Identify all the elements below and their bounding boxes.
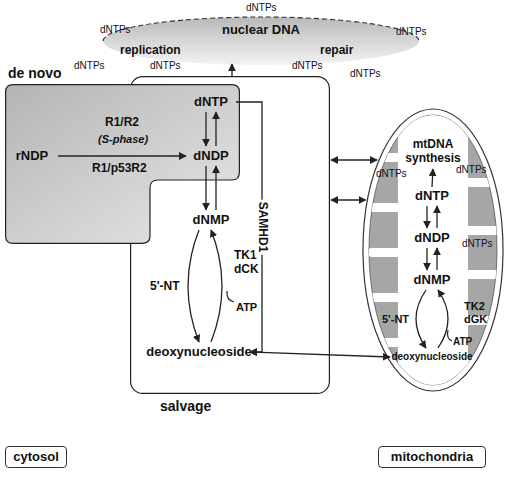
annotation-label: dNTPs — [462, 238, 493, 250]
node-text: dNTP — [415, 189, 449, 204]
metabolite-node: dNDP — [410, 230, 454, 246]
metabolite-node: dNMP — [188, 212, 234, 228]
annotation-label: dNTPs — [150, 60, 181, 72]
connector-arrow — [331, 160, 377, 161]
node-text: rNDP — [16, 149, 49, 164]
annotation-label: TK2 — [464, 300, 485, 313]
heading-text: salvage — [160, 398, 240, 415]
annotation-label: dNTPs — [74, 60, 105, 72]
cofactor-hook — [227, 291, 234, 302]
annotation-label: 5'-NT — [150, 279, 180, 293]
node-text: cytosol — [13, 450, 59, 465]
node-text: deoxynucleoside — [146, 345, 251, 360]
metabolite-node: deoxynucleoside — [392, 350, 472, 364]
metabolite-node: dNMP — [410, 272, 454, 288]
annotation-label: dNTPs — [456, 164, 487, 176]
metabolite-node: rNDP — [8, 148, 56, 164]
annotation-label: dNTPs — [292, 60, 323, 72]
heading-text: replication — [120, 43, 210, 57]
annotation-label: dNTPs — [376, 168, 407, 180]
annotation-label: dGK — [464, 313, 487, 326]
compartment-tag: cytosol — [5, 446, 67, 468]
annotation-label: dNTPs — [350, 68, 381, 80]
connector-arrow — [331, 200, 366, 201]
annotation-label: 5'-NT — [382, 313, 409, 326]
node-text: dNMP — [414, 273, 451, 288]
node-text: mtDNA synthesis — [395, 138, 471, 166]
nucleus-shape: nuclear DNA replication repair — [102, 16, 420, 66]
annotation-label: TK1 — [234, 248, 257, 262]
mitochondrion-shape: mitochondriamtDNA synthesisdNTPdNDPdNMPd… — [362, 108, 504, 392]
annotation-label: dNTPs — [246, 2, 277, 14]
connector-arrow — [188, 230, 222, 342]
annotation-label: dNTPs — [396, 26, 427, 38]
metabolite-node: dNDP — [188, 148, 234, 164]
connector-arrow — [250, 352, 390, 357]
annotation-label: ATP — [453, 336, 472, 348]
annotation-label: R1/p53R2 — [92, 161, 147, 175]
connector-label: R1/R2 — [105, 116, 139, 129]
annotation-label: dCK — [234, 262, 259, 276]
heading-text: nuclear DNA — [102, 22, 420, 38]
heading-text: repair — [320, 43, 390, 57]
metabolite-node: dNTP — [410, 188, 454, 204]
metabolite-node: dNTP — [188, 94, 234, 110]
connector-arrow — [232, 64, 233, 76]
annotation-label: ATP — [236, 301, 257, 314]
process-node: mtDNA synthesis — [395, 136, 471, 168]
node-text: deoxynucleoside — [391, 351, 472, 363]
heading-text: mitochondria — [378, 446, 486, 468]
connector-label: SAMHD1 — [254, 200, 269, 255]
node-text: dNDP — [414, 231, 449, 246]
node-text: dNTP — [194, 95, 228, 110]
metabolite-node: deoxynucleoside — [150, 344, 248, 360]
node-text: dNMP — [193, 213, 230, 228]
node-text: dNDP — [193, 149, 228, 164]
annotation-label: dNTPs — [100, 24, 131, 36]
annotation-label: (S-phase) — [98, 133, 148, 146]
